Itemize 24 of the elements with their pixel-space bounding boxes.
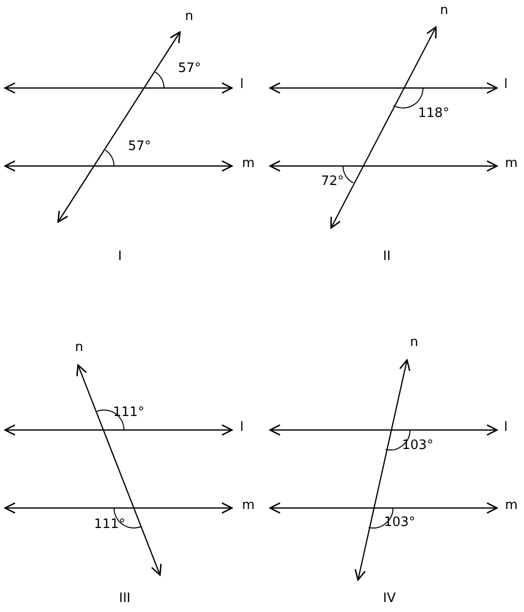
- angle-label: 72°: [321, 174, 344, 189]
- angle-label: 57°: [128, 139, 152, 154]
- line-label: l: [504, 420, 508, 435]
- angle-label: 111°: [113, 405, 144, 420]
- line-label: m: [242, 498, 255, 513]
- line-label: l: [240, 420, 244, 435]
- line-label: l: [504, 77, 508, 92]
- line-label: n: [440, 3, 448, 18]
- line-label: n: [410, 335, 418, 350]
- angle-label: 103°: [384, 515, 416, 530]
- angle-label: 103°: [402, 438, 434, 453]
- angle-label: 57°: [178, 61, 202, 76]
- line-label: m: [505, 156, 518, 171]
- line-label: n: [75, 340, 84, 355]
- line-label: n: [185, 9, 194, 24]
- angle-label: 111°: [94, 517, 126, 532]
- line-label: m: [242, 156, 255, 171]
- line-label: l: [240, 77, 244, 92]
- angle-label: 118°: [418, 106, 450, 121]
- figure-caption: III: [119, 591, 131, 606]
- figure-caption: I: [118, 249, 122, 264]
- figure-caption: IV: [383, 591, 396, 606]
- line-label: m: [505, 498, 518, 513]
- figure-caption: II: [383, 249, 391, 264]
